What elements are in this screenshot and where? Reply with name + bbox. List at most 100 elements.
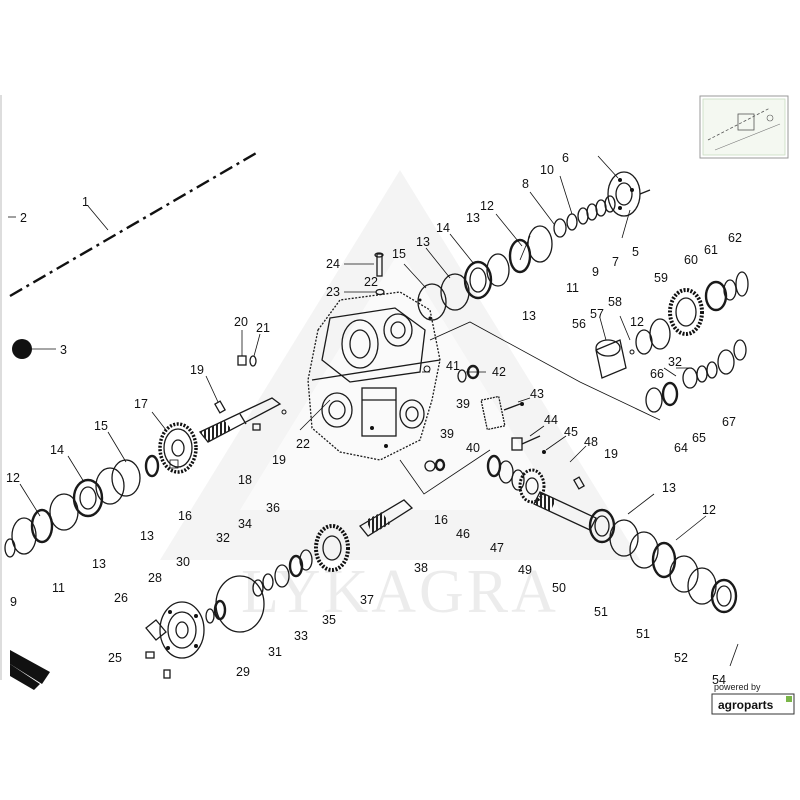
label-23: 23 [326, 285, 340, 299]
label-16a: 16 [178, 509, 192, 523]
pin-21 [249, 355, 257, 367]
label-18: 18 [238, 473, 252, 487]
label-21: 21 [256, 321, 270, 335]
shaft-38 [359, 499, 414, 537]
nut-20 [237, 355, 247, 366]
ring-29 [213, 599, 227, 621]
bolt-24 [374, 252, 384, 277]
label-58: 58 [608, 295, 622, 309]
label-31: 31 [268, 645, 282, 659]
fork-44 [511, 435, 546, 454]
ring-39-upper [457, 369, 467, 383]
flange-5 [607, 171, 651, 217]
label-49: 49 [518, 563, 532, 577]
ring-61 [723, 279, 737, 301]
label-66: 66 [650, 367, 664, 381]
label-17: 17 [134, 397, 148, 411]
gear-48 [518, 468, 546, 504]
label-65: 65 [692, 431, 706, 445]
label-19b: 19 [272, 453, 286, 467]
label-30: 30 [176, 555, 190, 569]
powered-by-text: powered by [714, 682, 761, 692]
label-43: 43 [530, 387, 544, 401]
part-3-dot [12, 339, 32, 359]
label-8: 8 [522, 177, 529, 191]
flange-28 [159, 601, 205, 659]
cover-43 [480, 395, 524, 431]
label-12a: 12 [480, 199, 494, 213]
label-48: 48 [584, 435, 598, 449]
shaft-18 [198, 397, 282, 443]
label-19a: 19 [190, 363, 204, 377]
leader-lines [19, 155, 707, 541]
label-33: 33 [294, 629, 308, 643]
key-19-right [573, 476, 585, 490]
label-47: 47 [490, 541, 504, 555]
label-12b: 12 [630, 315, 644, 329]
label-37: 37 [360, 593, 374, 607]
label-13e: 13 [662, 481, 676, 495]
ring-46 [498, 460, 514, 484]
rings-32-36 [252, 549, 313, 597]
label-32b: 32 [668, 355, 682, 369]
label-3: 3 [60, 343, 67, 357]
label-26: 26 [114, 591, 128, 605]
label-52: 52 [674, 651, 688, 665]
bearing-ring-12-upper [486, 225, 553, 287]
label-2: 2 [20, 211, 27, 225]
ring-64 [645, 387, 663, 413]
shaft-1 [9, 150, 259, 298]
ring-16-left [144, 454, 160, 478]
key-19-upper [214, 400, 226, 414]
gasket-26 [145, 619, 167, 641]
ring-30 [205, 608, 215, 624]
label-10: 10 [540, 163, 554, 177]
label-28: 28 [148, 571, 162, 585]
part-labels: 1 2 3 5 6 7 8 9 9 10 11 11 12 12 12 12 1… [6, 151, 742, 687]
label-13f: 13 [466, 211, 480, 225]
label-15b: 15 [94, 419, 108, 433]
label-9a: 9 [592, 265, 599, 279]
label-35: 35 [322, 613, 336, 627]
bolt-25 [145, 651, 155, 659]
agroparts-badge[interactable]: powered by agroparts [711, 682, 795, 715]
label-13d: 13 [92, 557, 106, 571]
sleeve-56 [595, 339, 627, 379]
label-57: 57 [590, 307, 604, 321]
overview-thumbnail[interactable] [699, 95, 789, 159]
label-22a: 22 [364, 275, 378, 289]
label-50: 50 [552, 581, 566, 595]
label-15a: 15 [392, 247, 406, 261]
agroparts-logo-mark [786, 696, 792, 702]
key-19-middle [252, 423, 261, 431]
label-6: 6 [562, 151, 569, 165]
label-39b: 39 [440, 427, 454, 441]
gearbox-housing [307, 291, 441, 461]
label-42: 42 [492, 365, 506, 379]
bolt-27 [163, 669, 171, 679]
ring-67 [717, 349, 735, 375]
label-11a: 11 [566, 281, 579, 295]
label-19c: 19 [604, 447, 618, 461]
label-20: 20 [234, 315, 248, 329]
label-41: 41 [446, 359, 460, 373]
label-45: 45 [564, 425, 578, 439]
ring-12-mid [649, 318, 671, 350]
label-29: 29 [236, 665, 250, 679]
watermark-text: LYKAGRA [241, 558, 559, 626]
label-13a: 13 [416, 235, 430, 249]
label-61: 61 [704, 243, 718, 257]
label-22b: 22 [296, 437, 310, 451]
label-32a: 32 [216, 531, 230, 545]
gear-59 [668, 288, 704, 336]
bearing-60 [704, 280, 728, 312]
watermark: LYKAGRA [160, 170, 640, 626]
label-44: 44 [544, 413, 558, 427]
left-bearing-set [4, 459, 141, 558]
ring-66 [682, 367, 698, 389]
agroparts-logo-text: agroparts [718, 698, 774, 712]
label-14a: 14 [436, 221, 450, 235]
label-24: 24 [326, 257, 340, 271]
label-9b: 9 [10, 595, 17, 609]
label-13b: 13 [522, 309, 536, 323]
